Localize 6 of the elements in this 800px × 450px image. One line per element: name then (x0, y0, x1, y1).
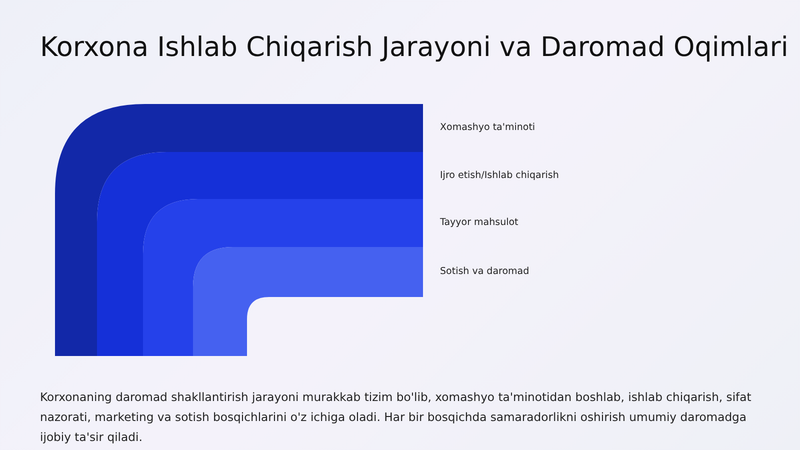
band-label: Xomashyo ta'minoti (440, 122, 536, 133)
band-label: Sotish va daromad (440, 266, 530, 277)
band-label: Ijro etish/Ishlab chiqarish (440, 170, 559, 180)
diagram-title: Korxona Ishlab Chiqarish Jarayoni va Daromad Oqimlari (40, 32, 788, 63)
caption-text: Korxonaning daromad shakllantirish jarayoni murakkab tizim bo'lib, xomashyo ta'minotidan boshlab, ishlab chiqarish, sifat nazorati, marketing va sotish bosqichlarini o'z ichiga oladi. Har bir bosqichda samaradorlikni oshirish umumiy daromadga ijobiy ta'sir qiladi. (40, 389, 752, 446)
band-label: Tayyor mahsulot (440, 217, 518, 228)
